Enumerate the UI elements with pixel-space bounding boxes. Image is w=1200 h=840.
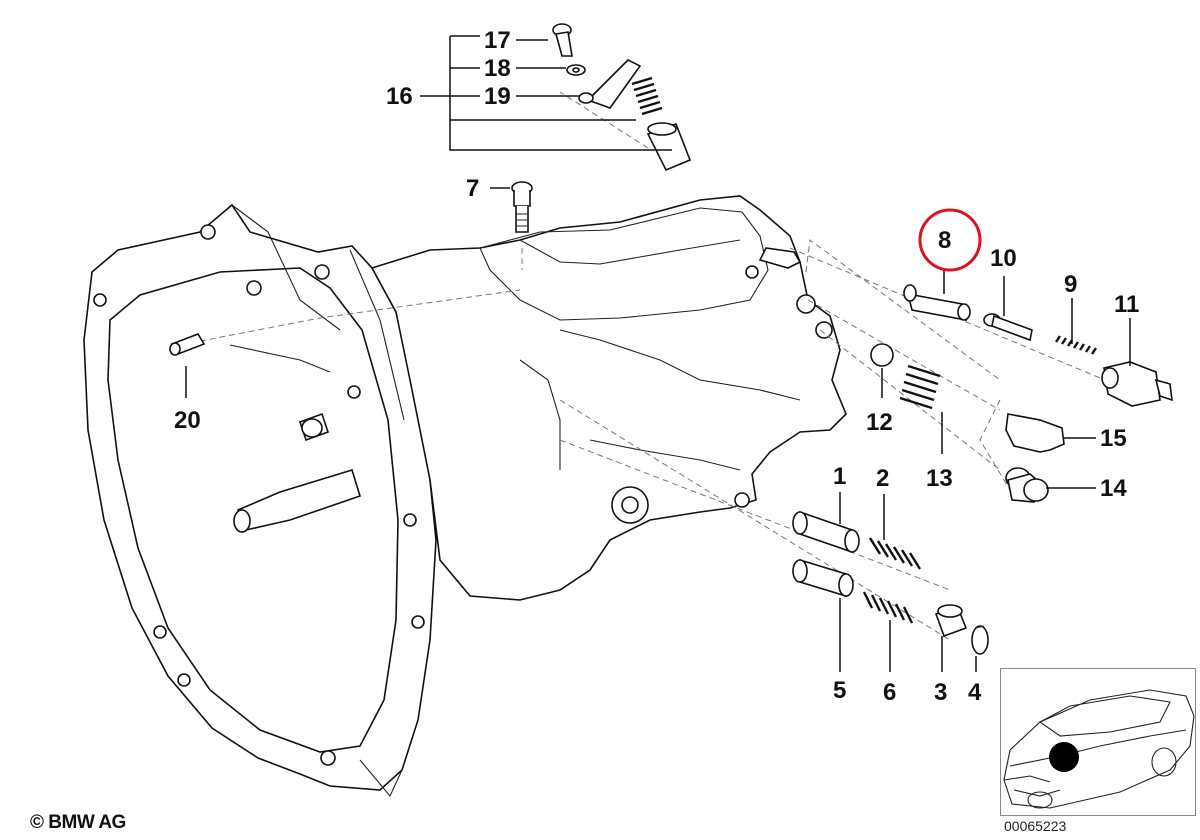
callout-13: 13 [926, 465, 953, 492]
part-2-spring [868, 537, 922, 570]
transmission-housing [83, 195, 847, 798]
callout-9: 9 [1064, 271, 1077, 298]
part-17-bolt [552, 23, 573, 57]
part-10-pin [983, 313, 1033, 342]
part-12-ball [870, 343, 894, 367]
part-19-bracket [586, 59, 642, 109]
callout-12: 12 [866, 409, 893, 436]
part-4-circlip [971, 625, 989, 655]
leader-lines [185, 35, 1131, 672]
part-15-plug [1005, 413, 1065, 453]
callout-6: 6 [883, 679, 896, 706]
callout-15: 15 [1100, 425, 1127, 452]
callout-1: 1 [833, 463, 846, 490]
callout-10: 10 [990, 245, 1017, 272]
components [169, 23, 1173, 655]
callout-5: 5 [833, 677, 846, 704]
image-number: 00065223 [1004, 818, 1067, 834]
callout-4: 4 [968, 679, 982, 706]
part-13-spring [899, 364, 941, 410]
copyright-notice: © BMW AG [30, 812, 126, 833]
part-9-spring [1055, 335, 1097, 355]
part-7-bolt [511, 181, 533, 233]
callout-11: 11 [1114, 291, 1139, 318]
callout-7: 7 [466, 175, 479, 202]
part-20-pin [169, 333, 206, 356]
callout-16: 16 [386, 83, 413, 110]
callouts: 17 18 19 16 7 20 8 10 9 11 12 13 15 14 1… [174, 27, 1139, 706]
callout-2: 2 [876, 465, 889, 492]
part-8-sleeve [903, 284, 971, 322]
callout-19: 19 [484, 83, 511, 110]
callout-14: 14 [1100, 475, 1127, 502]
part-3-cap [934, 604, 968, 638]
callout-3: 3 [934, 679, 947, 706]
part-1-sleeve [792, 510, 860, 554]
highlight-circle [918, 208, 982, 272]
part-11-switch [1101, 361, 1173, 407]
part-16-spring [631, 76, 663, 116]
location-marker [1049, 742, 1079, 772]
callout-18: 18 [484, 55, 511, 82]
part-6-spring [862, 591, 914, 624]
car-thumbnail [1003, 689, 1195, 809]
part-5-sleeve [792, 558, 854, 598]
part-14-plug [1005, 467, 1049, 503]
callout-8: 8 [938, 227, 951, 254]
callout-17: 17 [484, 27, 511, 54]
callout-20: 20 [174, 407, 201, 434]
